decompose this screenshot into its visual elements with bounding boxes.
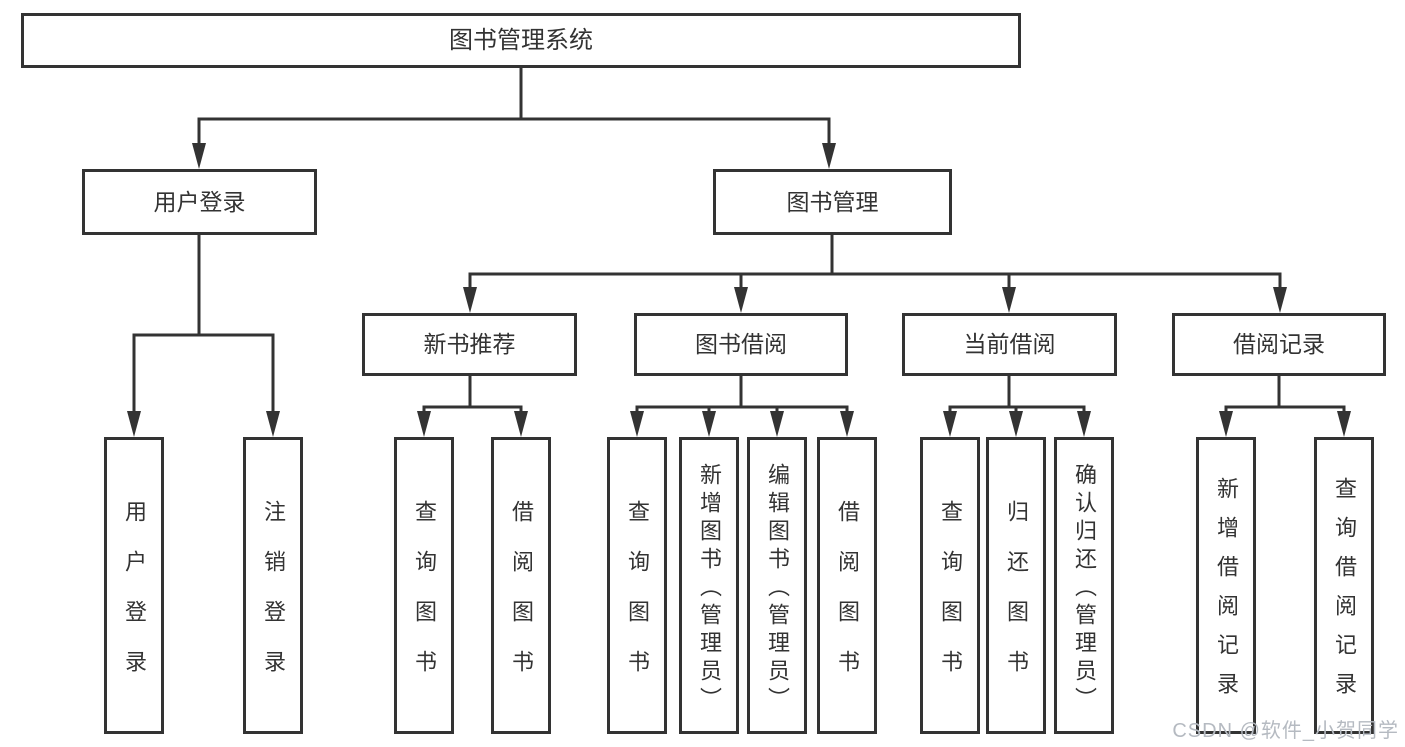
node-user-login: 用户登录 bbox=[82, 169, 317, 235]
node-label: 借阅图书 bbox=[509, 499, 534, 700]
node-leaf-logout: 注销登录 bbox=[243, 437, 303, 734]
node-book-borrowing: 图书借阅 bbox=[634, 313, 848, 376]
node-label: 用户登录 bbox=[153, 188, 246, 215]
node-leaf-confirm-return-admin: 确认归还（管理员） bbox=[1054, 437, 1114, 734]
node-label: 借阅记录 bbox=[1233, 331, 1325, 357]
node-label: 查询图书 bbox=[412, 499, 437, 700]
node-label: 归还图书 bbox=[1004, 499, 1029, 700]
node-leaf-query-borrow-record: 查询借阅记录 bbox=[1314, 437, 1374, 734]
node-leaf-borrow-books-rec: 借阅图书 bbox=[491, 437, 551, 734]
node-label: 查询图书 bbox=[938, 499, 963, 700]
node-leaf-query-books-rec: 查询图书 bbox=[394, 437, 454, 734]
node-label: 编辑图书（管理员） bbox=[765, 462, 790, 715]
node-new-book-recommendation: 新书推荐 bbox=[362, 313, 577, 376]
node-label: 图书管理 bbox=[786, 188, 879, 215]
node-leaf-query-books-bb: 查询图书 bbox=[607, 437, 667, 734]
node-leaf-edit-books-admin: 编辑图书（管理员） bbox=[747, 437, 807, 734]
node-leaf-add-books-admin: 新增图书（管理员） bbox=[679, 437, 739, 734]
node-library-management-system: 图书管理系统 bbox=[21, 13, 1021, 68]
node-label: 新增借阅记录 bbox=[1214, 477, 1239, 711]
node-leaf-borrow-books-bb: 借阅图书 bbox=[817, 437, 877, 734]
node-leaf-add-borrow-record: 新增借阅记录 bbox=[1196, 437, 1256, 734]
node-label: 当前借阅 bbox=[963, 331, 1056, 357]
node-label: 用户登录 bbox=[122, 499, 147, 700]
node-label: 注销登录 bbox=[261, 499, 286, 700]
node-label: 图书借阅 bbox=[695, 331, 787, 357]
node-label: 新书推荐 bbox=[423, 331, 516, 357]
node-leaf-query-books-cb: 查询图书 bbox=[920, 437, 980, 734]
node-label: 图书管理系统 bbox=[449, 26, 593, 54]
node-leaf-return-books: 归还图书 bbox=[986, 437, 1046, 734]
node-borrowing-records: 借阅记录 bbox=[1172, 313, 1386, 376]
node-label: 借阅图书 bbox=[835, 499, 860, 700]
csdn-watermark: CSDN @软件_小贺同学 bbox=[1172, 720, 1399, 742]
node-label: 新增图书（管理员） bbox=[697, 462, 722, 715]
node-leaf-user-login: 用户登录 bbox=[104, 437, 164, 734]
node-label: 确认归还（管理员） bbox=[1072, 462, 1097, 715]
node-book-management: 图书管理 bbox=[713, 169, 952, 235]
node-label: 查询图书 bbox=[625, 499, 650, 700]
node-label: 查询借阅记录 bbox=[1332, 477, 1357, 711]
node-current-borrowing: 当前借阅 bbox=[902, 313, 1117, 376]
